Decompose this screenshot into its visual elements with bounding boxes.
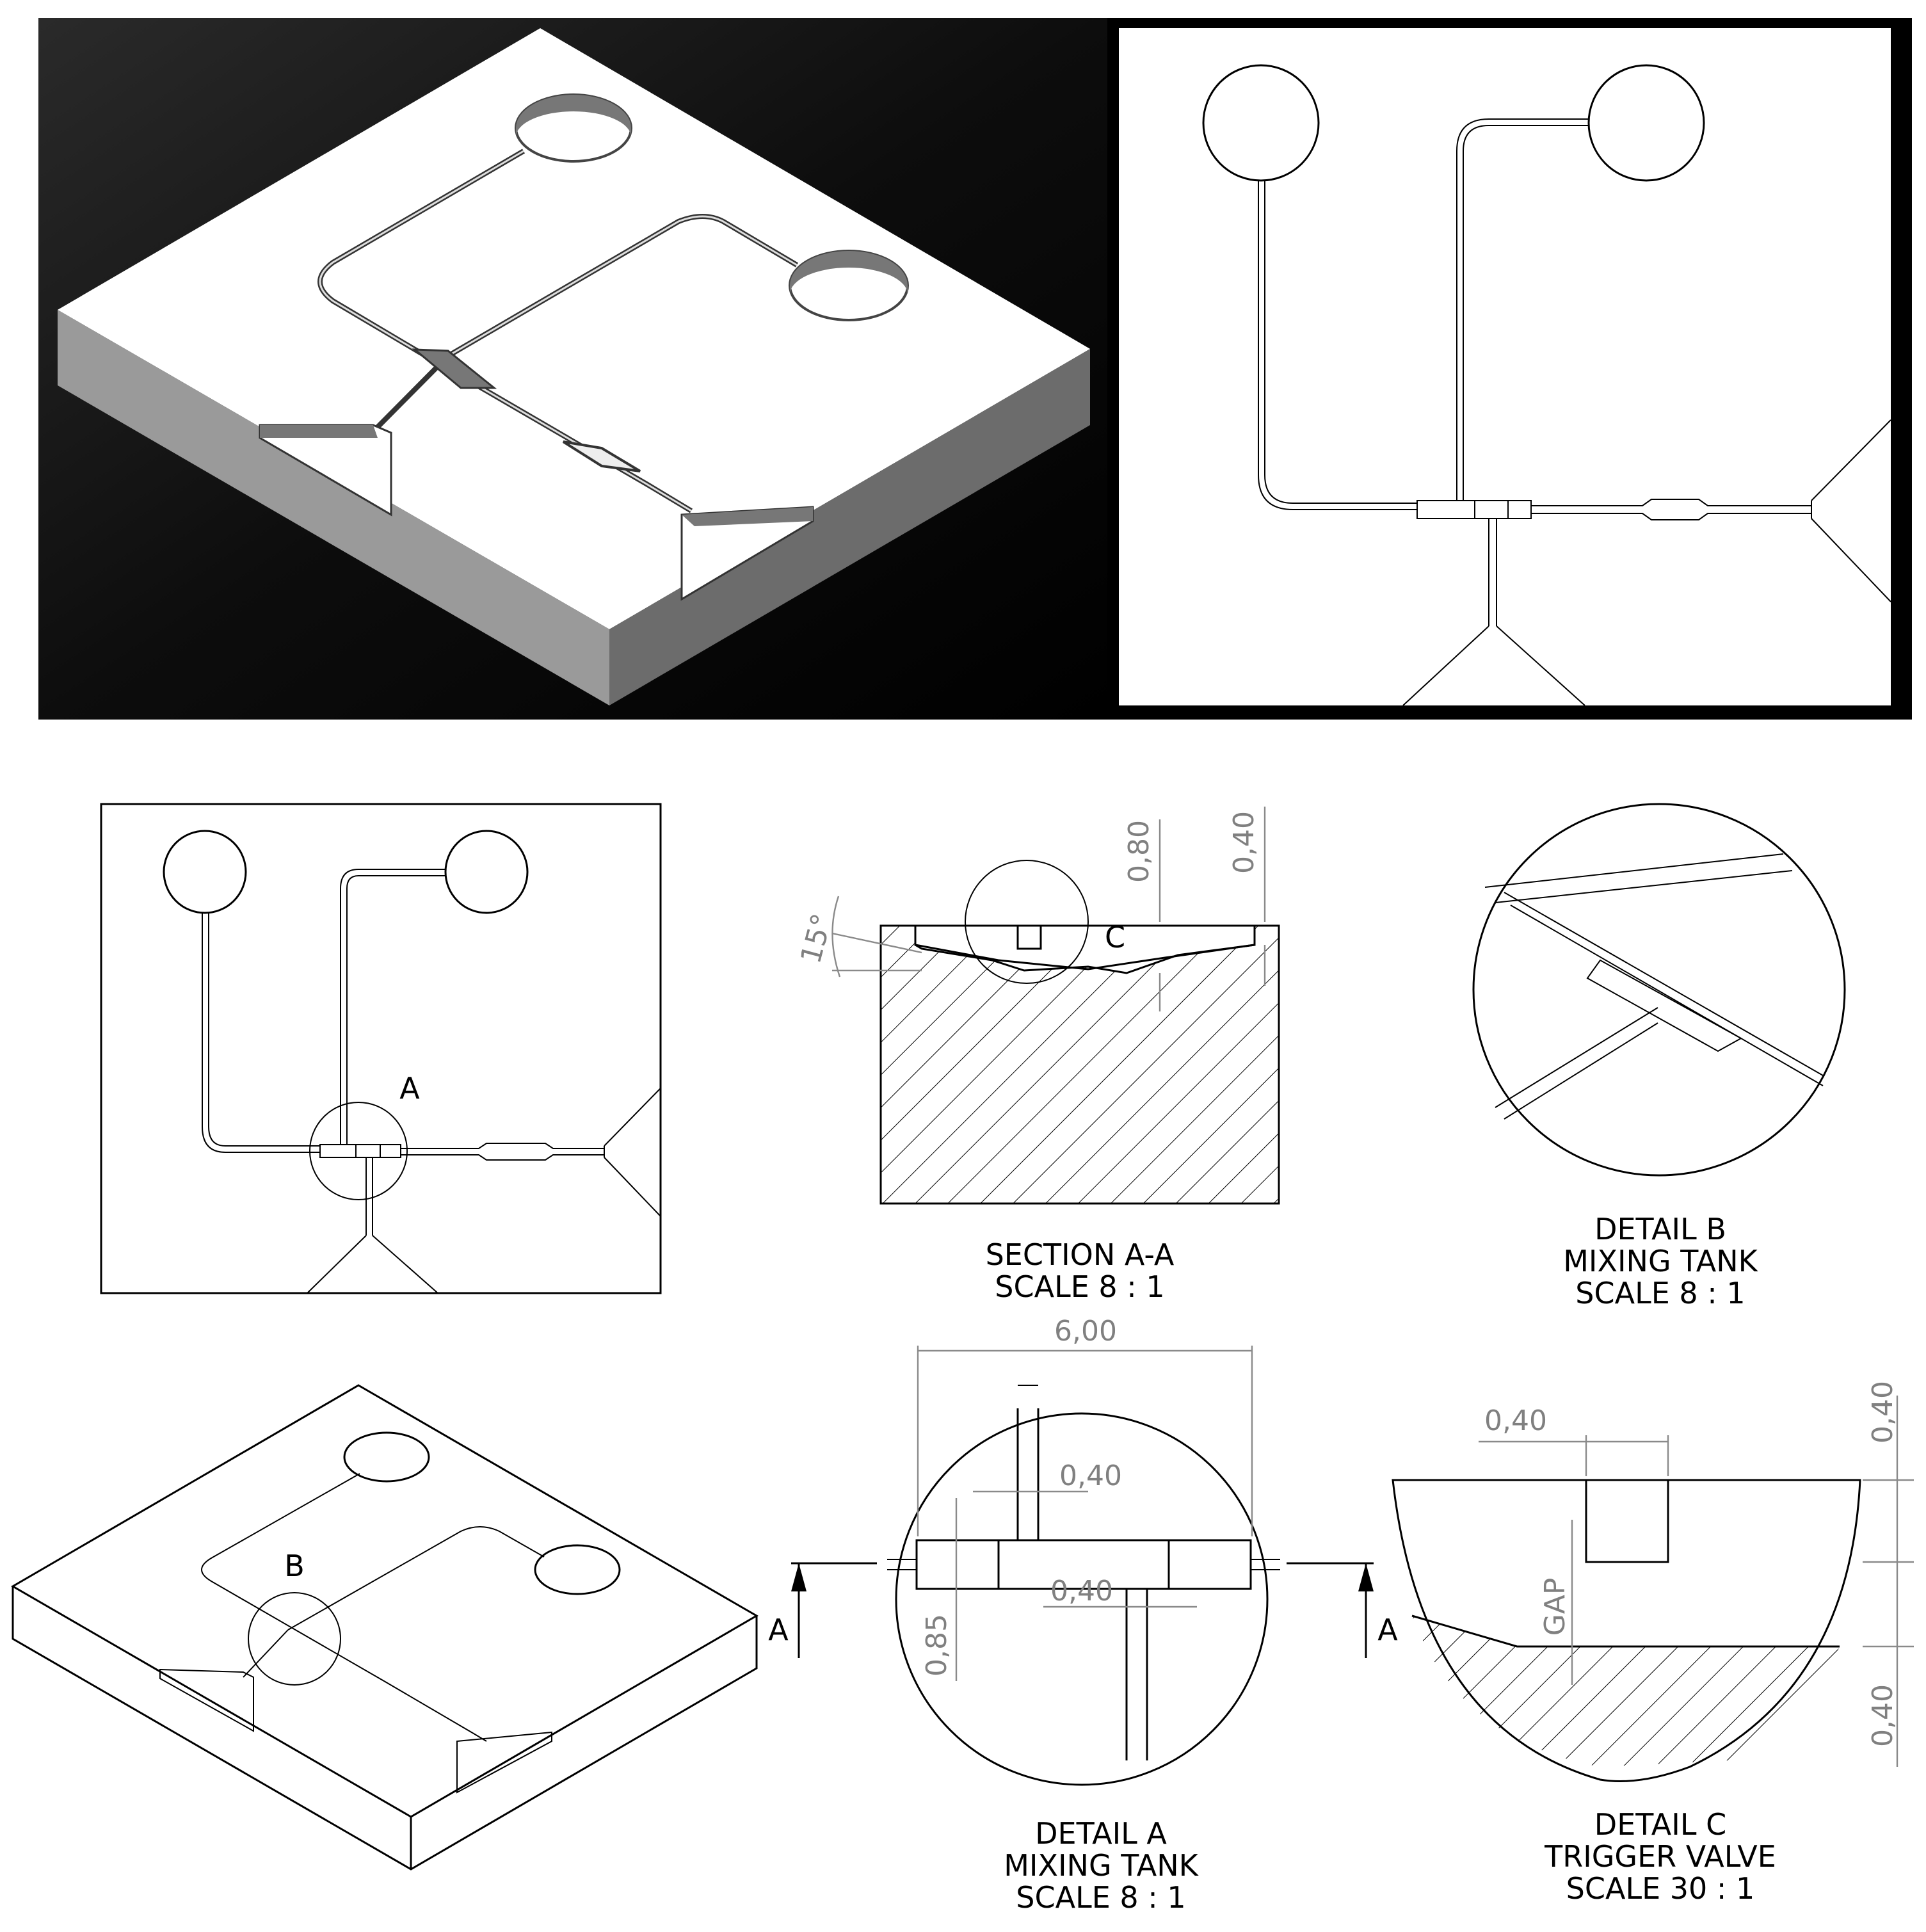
detail-a-marker: A — [399, 1071, 420, 1106]
detail-b-title: DETAIL B — [1594, 1212, 1726, 1246]
detail-b-scale: SCALE 8 : 1 — [1575, 1276, 1745, 1310]
detail-a-dim-width: 6,00 — [1054, 1315, 1117, 1348]
detail-c: 0,40 0,40 0,40 GAP DETAIL C TRIGGER VALV… — [1392, 1381, 1914, 1906]
detail-b-subtitle: MIXING TANK — [1563, 1244, 1758, 1278]
detail-b-callout-circle — [248, 1592, 341, 1686]
detail-c-dim-bottom: 0,40 — [1866, 1684, 1899, 1747]
detail-c-title: DETAIL C — [1594, 1807, 1726, 1842]
detail-a-dim-height: 0,85 — [920, 1614, 953, 1677]
detail-c-dim-top: 0,40 — [1866, 1381, 1899, 1444]
detail-a-dim-channel: 0,40 — [1059, 1460, 1122, 1492]
detail-c-marker: C — [1105, 920, 1125, 954]
detail-c-subtitle: TRIGGER VALVE — [1544, 1839, 1776, 1874]
detail-a-title: DETAIL A — [1035, 1816, 1167, 1851]
detail-a: A A 6,00 0,40 0,40 0,85 DETAIL A MIXING … — [768, 1315, 1398, 1915]
isometric-render-panel — [38, 18, 1107, 720]
section-marker-left: A — [768, 1613, 789, 1647]
plan-view-framed: A — [100, 803, 662, 1294]
detail-a-callout-circle — [309, 1102, 408, 1200]
detail-a-scale: SCALE 8 : 1 — [1016, 1880, 1185, 1915]
isometric-line-drawing: B — [11, 1384, 758, 1871]
plan-view-panel — [1107, 18, 1912, 720]
section-dim-depth: 0,80 — [1123, 820, 1155, 883]
detail-a-dim-outlet: 0,40 — [1050, 1575, 1113, 1607]
section-a-a: C 0,80 0,40 15° SECTION A-A SCALE 8 : 1 — [794, 807, 1280, 1304]
detail-c-dim-width: 0,40 — [1484, 1405, 1547, 1437]
section-dim-channel: 0,40 — [1228, 811, 1260, 874]
inlet-well-right — [1587, 64, 1705, 182]
detail-a-subtitle: MIXING TANK — [1004, 1848, 1199, 1883]
detail-c-callout-circle — [965, 860, 1089, 984]
detail-c-scale: SCALE 30 : 1 — [1566, 1871, 1755, 1906]
inlet-well-left — [1202, 64, 1320, 182]
section-a-a-title: SECTION A-A — [986, 1237, 1175, 1272]
detail-b-marker: B — [284, 1549, 305, 1583]
section-a-a-scale: SCALE 8 : 1 — [995, 1269, 1164, 1304]
detail-c-gap-label: GAP — [1539, 1578, 1571, 1636]
section-angle-dim: 15° — [794, 910, 839, 967]
section-marker-right: A — [1377, 1613, 1398, 1647]
detail-b: DETAIL B MIXING TANK SCALE 8 : 1 — [1472, 803, 1846, 1310]
